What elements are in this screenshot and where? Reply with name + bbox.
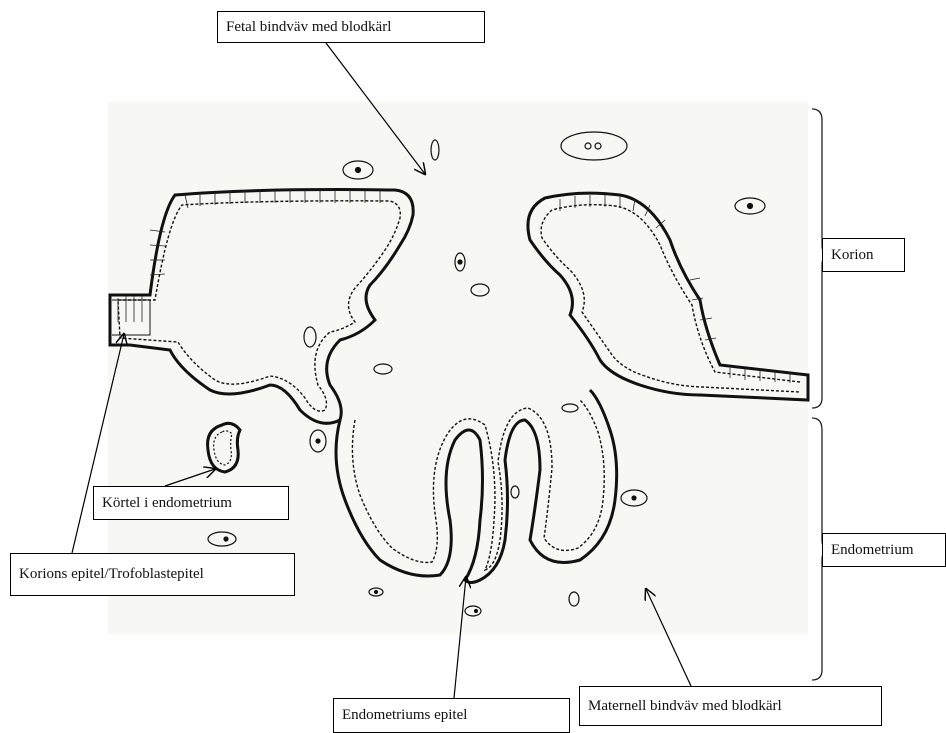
label-kortel-i-endometrium: Körtel i endometrium: [93, 486, 289, 520]
label-korion: Korion: [822, 238, 905, 272]
label-endometriums-epitel: Endometriums epitel: [333, 698, 570, 733]
label-korions-epitel: Korions epitel/Trofoblastepitel: [10, 553, 295, 596]
label-fetal-connective-tissue: Fetal bindväv med blodkärl: [217, 11, 485, 43]
label-endometrium: Endometrium: [822, 533, 946, 567]
label-maternell-connective-tissue: Maternell bindväv med blodkärl: [579, 686, 882, 726]
